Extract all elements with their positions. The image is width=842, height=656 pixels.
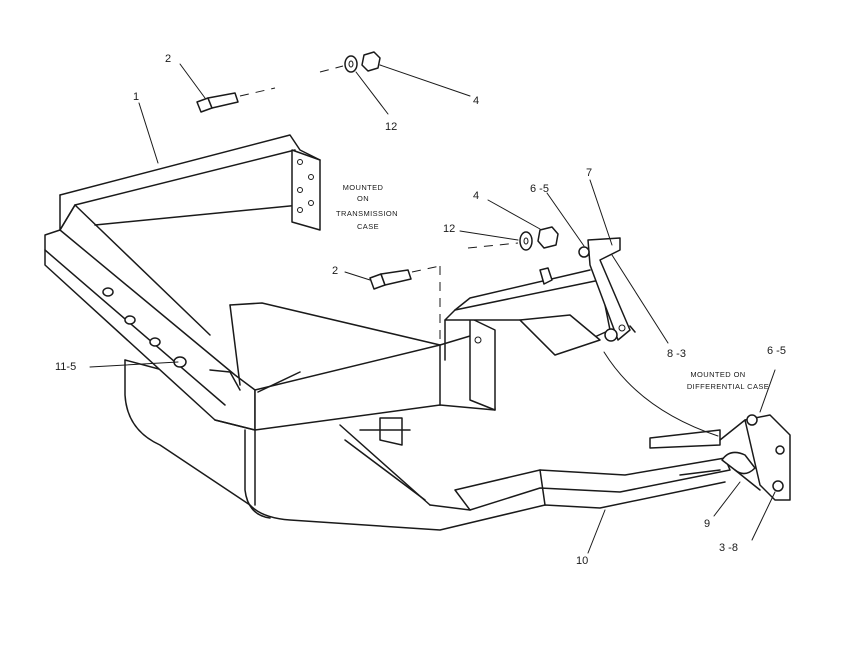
differential-bracket <box>719 414 791 501</box>
callout-11-5: 11-5 <box>55 361 76 373</box>
callouts: 2 1 4 12 7 6 -5 4 12 2 8 -3 6 -5 11-5 9 … <box>55 53 786 567</box>
differential-note: MOUNTED ON DIFFERENTIAL CASE <box>687 370 769 391</box>
callout-2-top: 2 <box>165 53 171 65</box>
leader-lines <box>89 63 776 554</box>
callout-2-mid: 2 <box>332 265 338 277</box>
bolt-hole <box>297 207 303 213</box>
note-transmission-line-1: MOUNTED <box>343 183 384 192</box>
washer-nut-mid <box>467 226 559 251</box>
callout-4-top: 4 <box>473 95 479 107</box>
note-transmission-line-4: CASE <box>357 222 379 231</box>
callout-6-5-top: 6 -5 <box>530 183 549 195</box>
left-rail <box>44 204 256 431</box>
callout-12-top: 12 <box>385 121 397 133</box>
washer-nut-top <box>319 51 381 73</box>
bolt-hole <box>308 200 314 206</box>
note-transmission-line-2: ON <box>357 194 369 203</box>
bolt-hole <box>297 187 303 193</box>
part-10-rail <box>429 429 731 511</box>
note-differential-line-1: MOUNTED ON <box>690 370 745 379</box>
part-7-link <box>578 237 636 342</box>
note-transmission-line-3: TRANSMISSION <box>336 209 398 218</box>
bolt-top <box>196 87 276 113</box>
callout-10: 10 <box>576 555 588 567</box>
callout-8-3: 8 -3 <box>667 348 686 360</box>
bolt-hole <box>308 174 314 180</box>
transmission-bracket <box>59 134 321 231</box>
transmission-note: MOUNTED ON TRANSMISSION CASE <box>336 183 398 231</box>
callout-4-mid: 4 <box>473 190 479 202</box>
bolt-hole <box>297 159 303 165</box>
callout-7: 7 <box>586 167 592 179</box>
callout-12-mid: 12 <box>443 223 455 235</box>
bolt-head <box>149 337 161 347</box>
bolt-mid <box>369 265 441 345</box>
bolt-head <box>102 287 114 297</box>
callout-3-8: 3 -8 <box>719 542 738 554</box>
callout-1: 1 <box>133 91 139 103</box>
callout-9: 9 <box>704 518 710 530</box>
bolt-head <box>124 315 136 325</box>
callout-6-5-right: 6 -5 <box>767 345 786 357</box>
cross-tube <box>229 302 496 506</box>
note-differential-line-2: DIFFERENTIAL CASE <box>687 382 769 391</box>
